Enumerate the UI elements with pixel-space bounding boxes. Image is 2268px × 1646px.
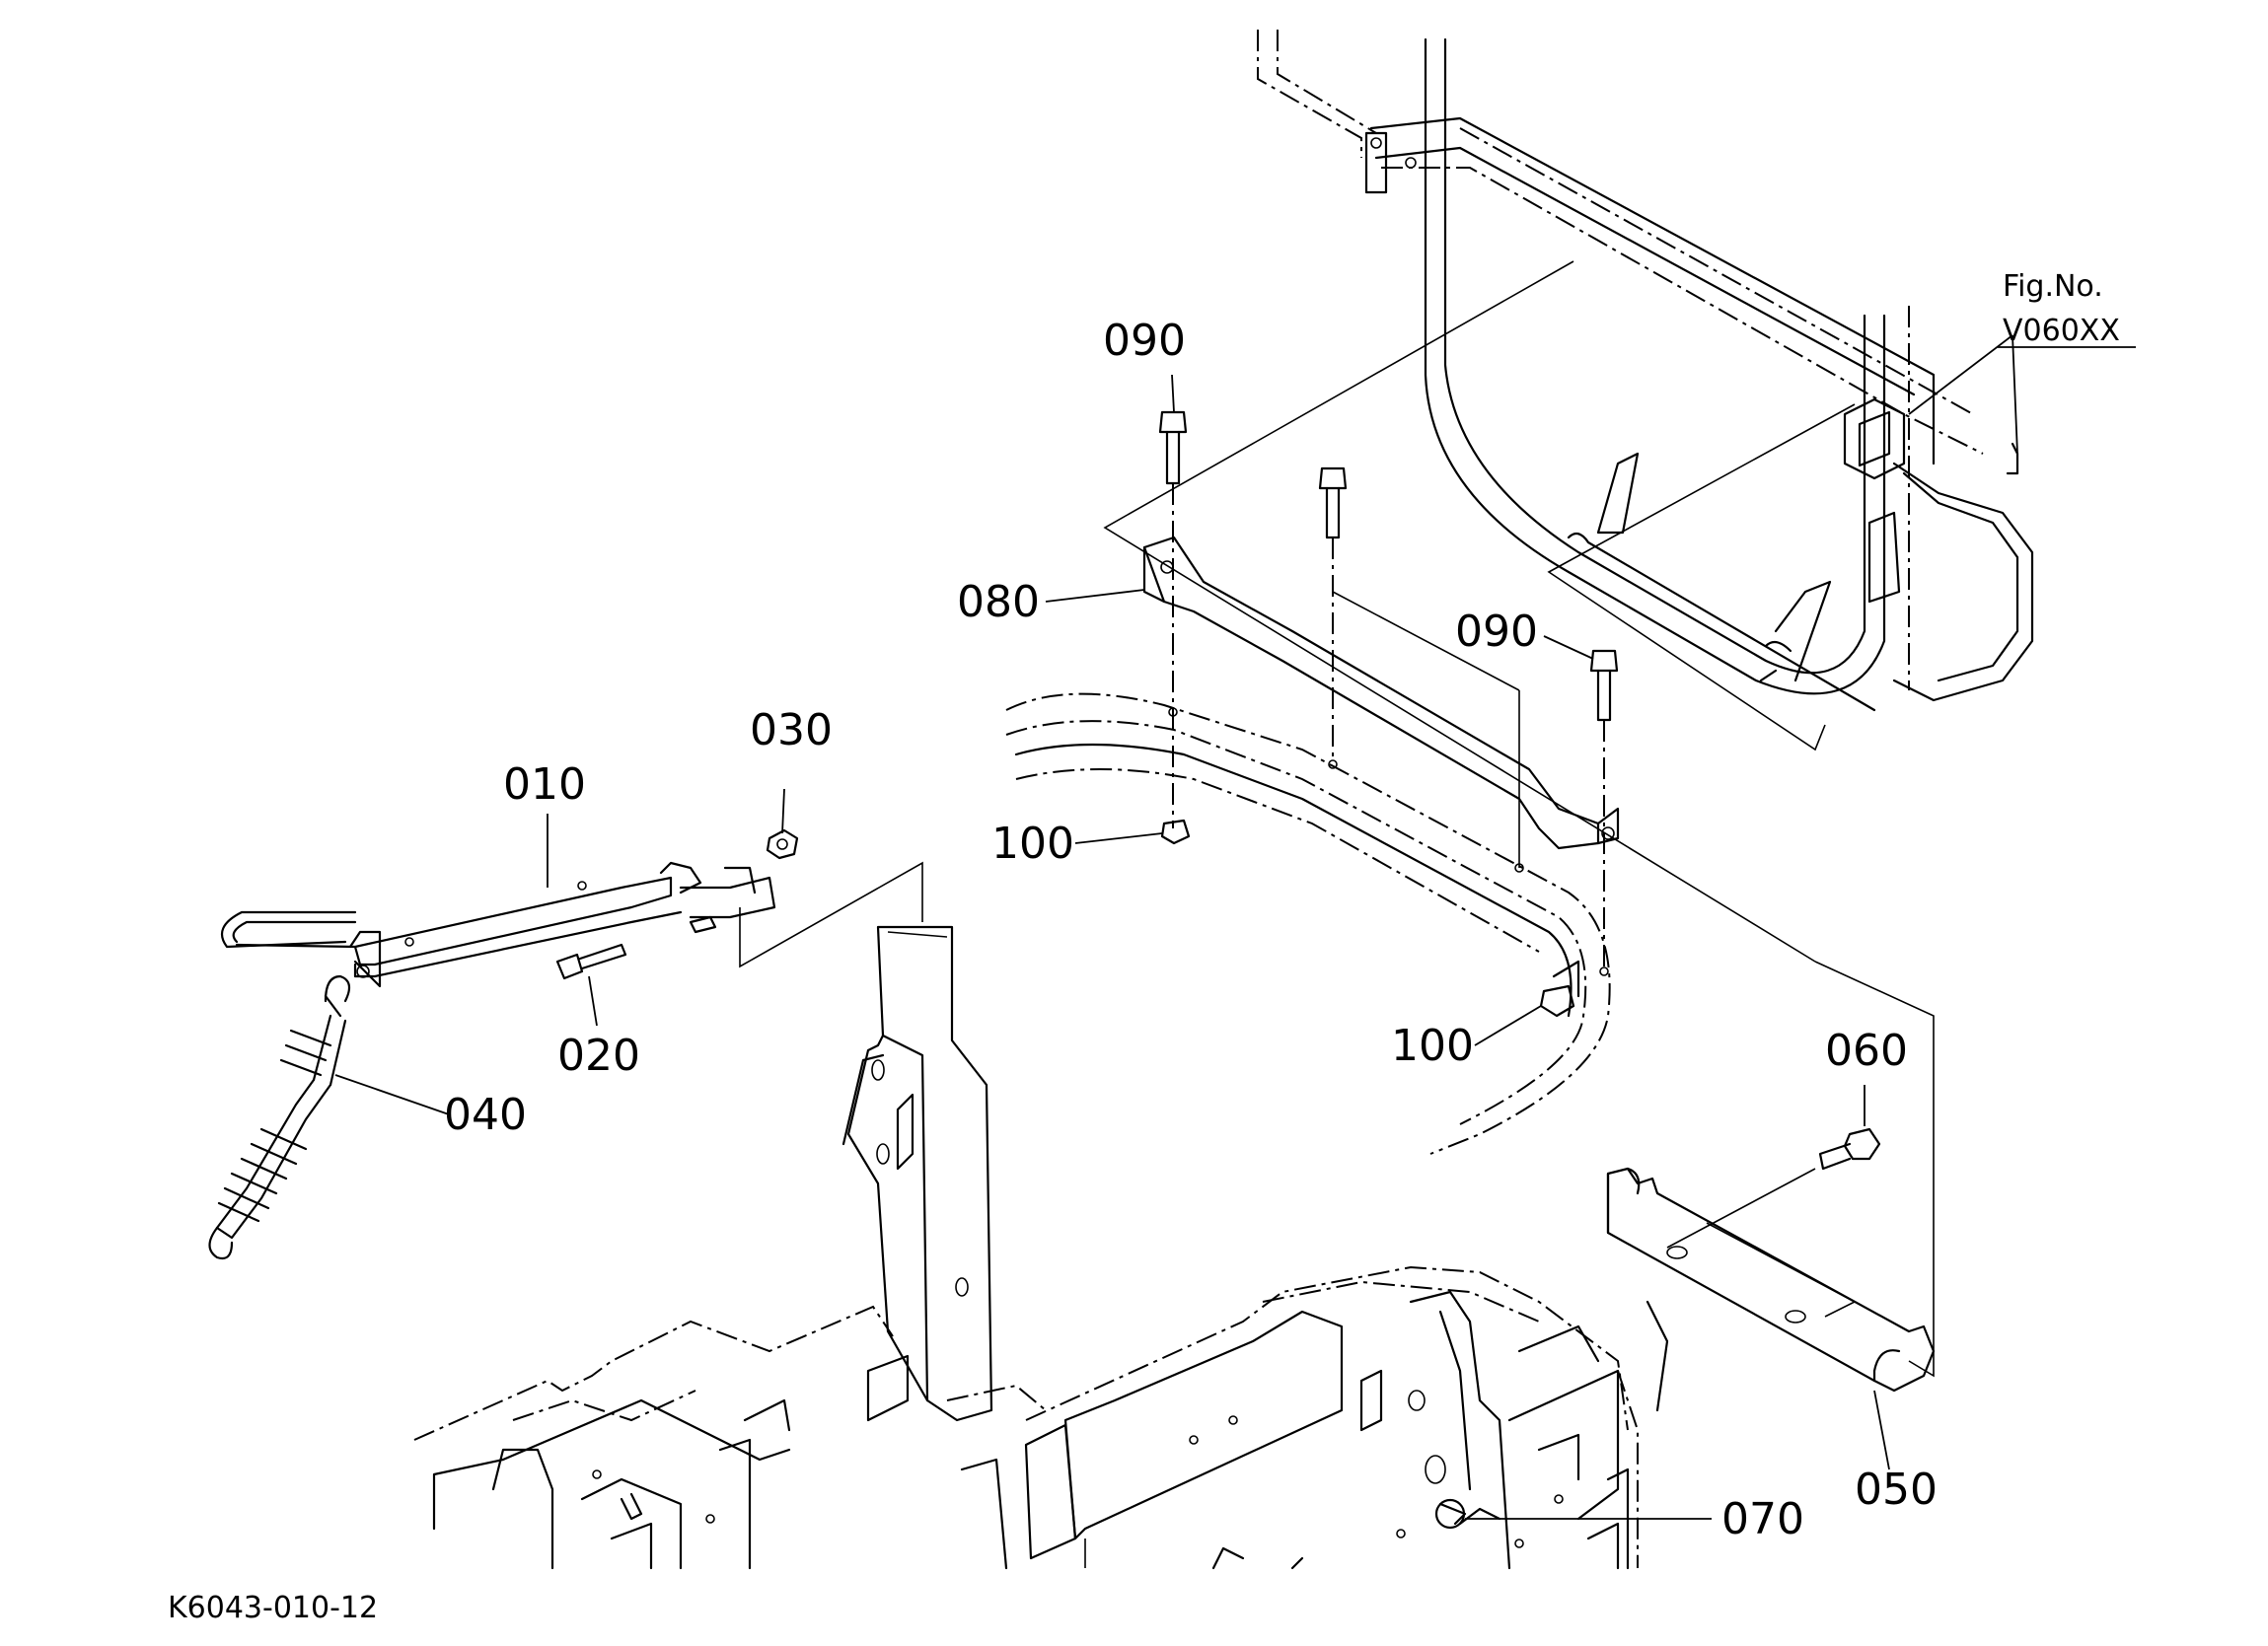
part-060-bolt xyxy=(1666,1127,1881,1249)
callout-100-bottom: 100 xyxy=(1391,1021,1474,1071)
part-040-spring xyxy=(208,974,351,1260)
part-090-bolts xyxy=(1158,410,1619,722)
fig-reference-leaders xyxy=(1908,334,2018,455)
callout-070: 070 xyxy=(1721,1494,1804,1544)
leader-lines xyxy=(334,374,1890,1520)
callout-080: 080 xyxy=(957,577,1040,627)
callout-labels: 010 020 030 040 050 060 070 080 090 090 … xyxy=(444,316,1938,1544)
part-020-bolt xyxy=(555,943,627,980)
alignment-lines xyxy=(1172,483,1605,971)
lever-reference-lines xyxy=(739,861,923,968)
rops-frame xyxy=(1257,30,2019,695)
callout-090-top: 090 xyxy=(1103,316,1186,366)
callout-050: 050 xyxy=(1855,1465,1938,1515)
part-080-cross-bar xyxy=(1142,536,1620,850)
fig-ref-number: V060XX xyxy=(2003,314,2120,348)
callout-010: 010 xyxy=(503,759,586,810)
callout-100-top: 100 xyxy=(991,819,1074,869)
lower-chassis xyxy=(413,925,1669,1570)
figure-reference: Fig.No. V060XX xyxy=(1998,269,2136,348)
callout-060: 060 xyxy=(1825,1026,1908,1076)
callout-040: 040 xyxy=(444,1090,527,1140)
right-hinge-bracket xyxy=(1567,397,2034,712)
part-050-plate xyxy=(1606,1167,1936,1393)
lower-rails xyxy=(1005,692,1611,1155)
part-010-lever xyxy=(220,861,776,988)
part-030-nut xyxy=(766,828,799,860)
callout-020: 020 xyxy=(557,1031,640,1081)
assembly-line-050 xyxy=(1814,961,1935,1378)
callout-030: 030 xyxy=(750,705,833,755)
drawing-code: K6043-010-12 xyxy=(168,1591,378,1625)
callout-090-right: 090 xyxy=(1455,607,1538,657)
fig-ref-label: Fig.No. xyxy=(2003,269,2103,304)
part-100-nuts xyxy=(1160,819,1575,1018)
